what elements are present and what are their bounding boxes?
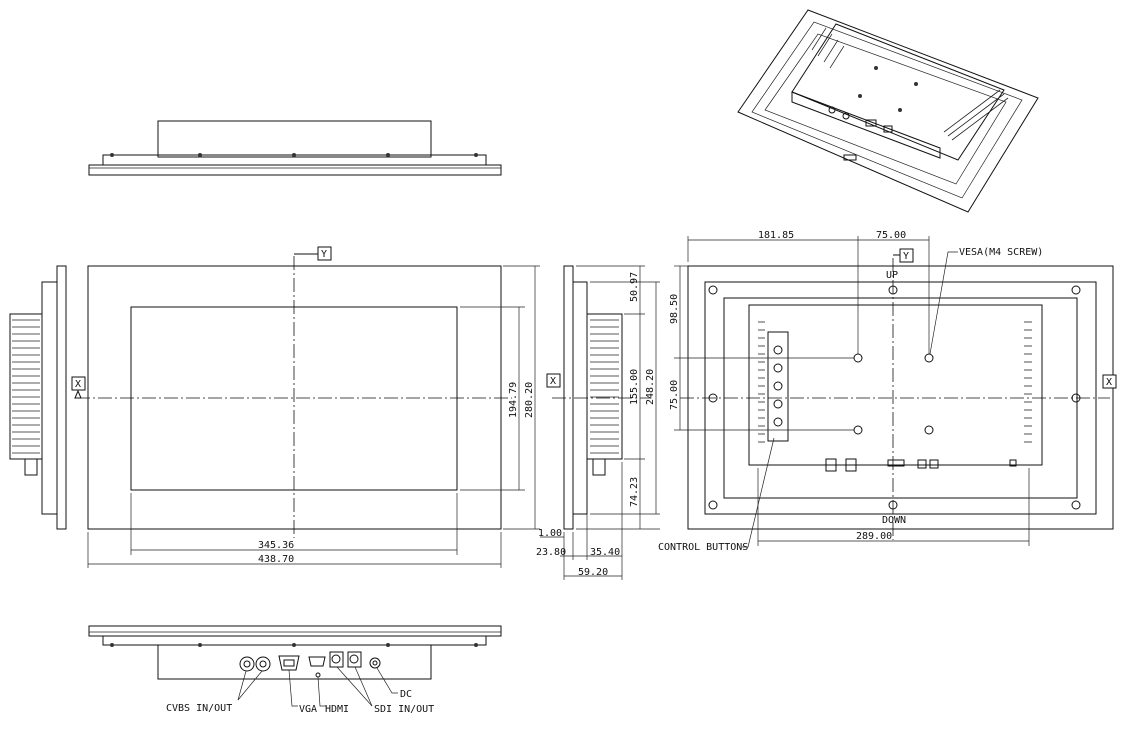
dim-side-height: 248.20 xyxy=(645,369,656,405)
bottom-view: CVBS IN/OUT VGA HDMI SDI IN/OUT DC xyxy=(88,625,502,715)
label-vga: VGA xyxy=(299,704,317,715)
cvbs-connectors xyxy=(239,656,271,672)
label-control-buttons: CONTROL BUTTONS xyxy=(658,542,748,553)
dim-front-view-height: 194.79 xyxy=(508,382,519,418)
dim-rear-vesa-spacing-v: 75.00 xyxy=(669,380,680,410)
label-sdi: SDI IN/OUT xyxy=(374,704,434,715)
dim-rear-top: 98.50 xyxy=(669,294,680,324)
dim-front-height: 280.20 xyxy=(524,382,535,418)
label-hdmi: HDMI xyxy=(325,704,349,715)
dim-side-bottom: 74.23 xyxy=(629,477,640,507)
front-view: Y X 194.79 280.20 345.36 438.70 xyxy=(71,246,540,568)
dim-side-depth-total: 59.20 xyxy=(578,567,608,578)
dim-side-depth-a: 23.80 xyxy=(536,547,566,558)
dim-front-width: 438.70 xyxy=(258,554,294,565)
hdmi-connector xyxy=(308,656,326,678)
top-view xyxy=(88,120,502,176)
dim-rear-vesa-spacing: 75.00 xyxy=(876,230,906,241)
dim-rear-width: 289.00 xyxy=(856,531,892,542)
label-vesa: VESA(M4 SCREW) xyxy=(959,247,1043,258)
label-up: UP xyxy=(886,270,898,281)
rear-view: Y X UP DOWN xyxy=(658,230,1117,553)
dim-side-mid: 155.00 xyxy=(629,369,640,405)
dc-connector xyxy=(369,657,381,669)
axis-y-label: Y xyxy=(321,249,327,260)
left-side-view xyxy=(9,265,67,530)
dim-side-offset: 1.00 xyxy=(538,528,562,539)
label-cvbs: CVBS IN/OUT xyxy=(166,703,232,714)
axis-y-label-rear: Y xyxy=(903,251,909,262)
axis-x-label: X xyxy=(75,379,81,390)
label-dc: DC xyxy=(400,689,412,700)
dim-front-view-width: 345.36 xyxy=(258,540,294,551)
isometric-view xyxy=(737,9,1039,213)
label-down: DOWN xyxy=(882,515,906,526)
axis-x-label-rear: X xyxy=(1106,377,1112,388)
right-side-view: X 50.97 155.00 248.20 74.23 1.00 23.80 3… xyxy=(536,265,660,580)
axis-x-label-side: X xyxy=(550,376,556,387)
dim-rear-vesa-x: 181.85 xyxy=(758,230,794,241)
dim-side-depth-b: 35.40 xyxy=(590,547,620,558)
sdi-connectors xyxy=(329,651,362,668)
vga-connector xyxy=(278,655,300,671)
dim-side-top: 50.97 xyxy=(629,272,640,302)
